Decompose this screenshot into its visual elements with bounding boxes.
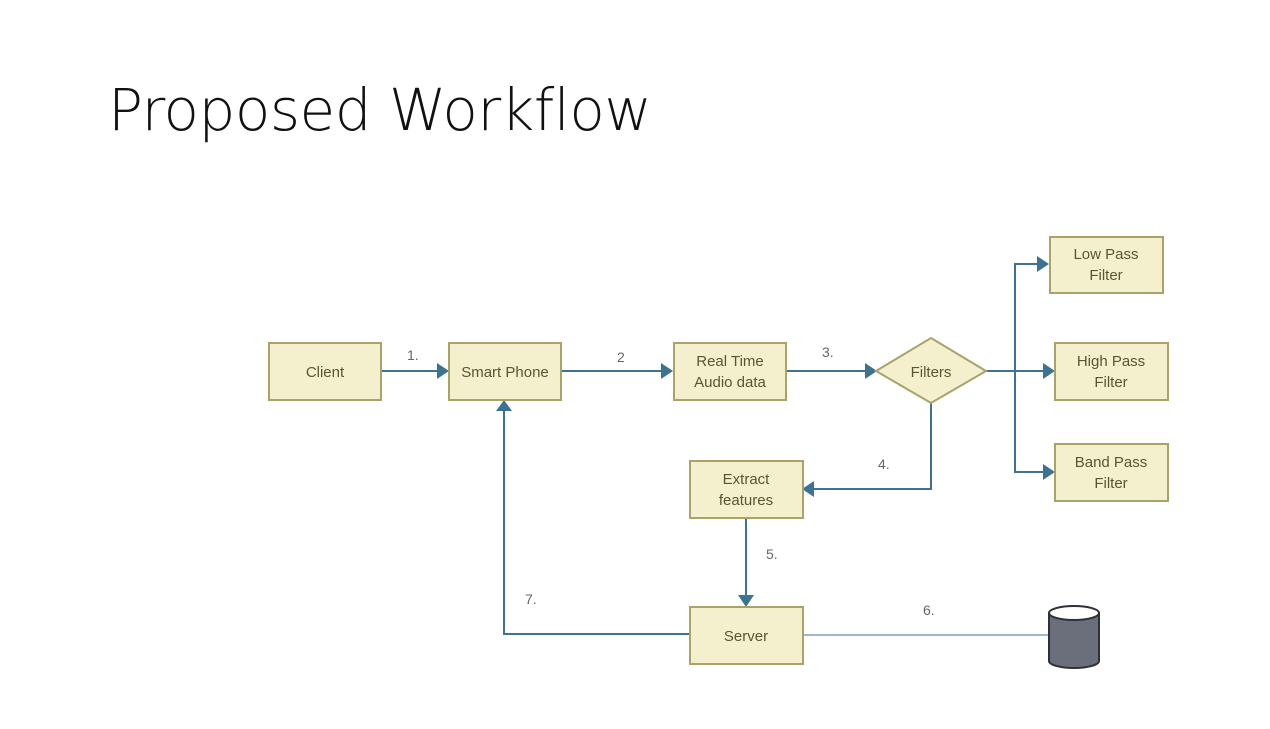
node-filters-label: Filters — [911, 364, 952, 381]
node-smart-phone-label: Smart Phone — [461, 364, 549, 381]
step-label-6: 6. — [923, 602, 935, 618]
node-real-time-audio: Real Time Audio data — [673, 342, 787, 401]
node-smart-phone: Smart Phone — [448, 342, 562, 401]
node-band-pass-label-line2: Filter — [1094, 475, 1127, 492]
node-real-time-label-line2: Audio data — [694, 374, 766, 391]
edge-extract-to-server — [738, 518, 754, 607]
node-real-time-label-line1: Real Time — [696, 353, 764, 370]
page-title: Proposed Workflow — [108, 76, 652, 144]
edge-smart-phone-to-real-time — [561, 363, 673, 379]
step-label-5: 5. — [766, 546, 778, 562]
step-label-1: 1. — [407, 347, 419, 363]
node-filters: Filters — [874, 336, 988, 405]
node-extract-label-line1: Extract — [723, 471, 771, 488]
node-extract-label-line2: features — [719, 492, 773, 509]
step-label-4: 4. — [878, 456, 890, 472]
node-server-label: Server — [724, 628, 768, 645]
node-high-pass-label-line2: Filter — [1094, 374, 1127, 391]
node-extract-features: Extract features — [689, 460, 804, 519]
node-high-pass-label-line1: High Pass — [1077, 353, 1145, 370]
database-icon — [1048, 605, 1100, 669]
edge-filters-to-filter-types — [986, 256, 1055, 480]
node-low-pass-filter: Low Pass Filter — [1049, 236, 1164, 294]
edge-client-to-smart-phone — [381, 363, 449, 379]
node-band-pass-label-line1: Band Pass — [1075, 454, 1148, 471]
node-low-pass-label-line2: Filter — [1089, 267, 1122, 284]
step-label-7: 7. — [525, 591, 537, 607]
edge-real-time-to-filters — [786, 363, 877, 379]
node-server: Server — [689, 606, 804, 665]
step-label-2: 2 — [617, 349, 625, 365]
node-low-pass-label-line1: Low Pass — [1073, 246, 1138, 263]
node-band-pass-filter: Band Pass Filter — [1054, 443, 1169, 502]
edge-filters-to-extract — [802, 403, 932, 497]
node-high-pass-filter: High Pass Filter — [1054, 342, 1169, 401]
step-label-3: 3. — [822, 344, 834, 360]
node-client: Client — [268, 342, 382, 401]
edge-server-to-smart-phone — [496, 400, 690, 635]
node-client-label: Client — [306, 364, 345, 381]
